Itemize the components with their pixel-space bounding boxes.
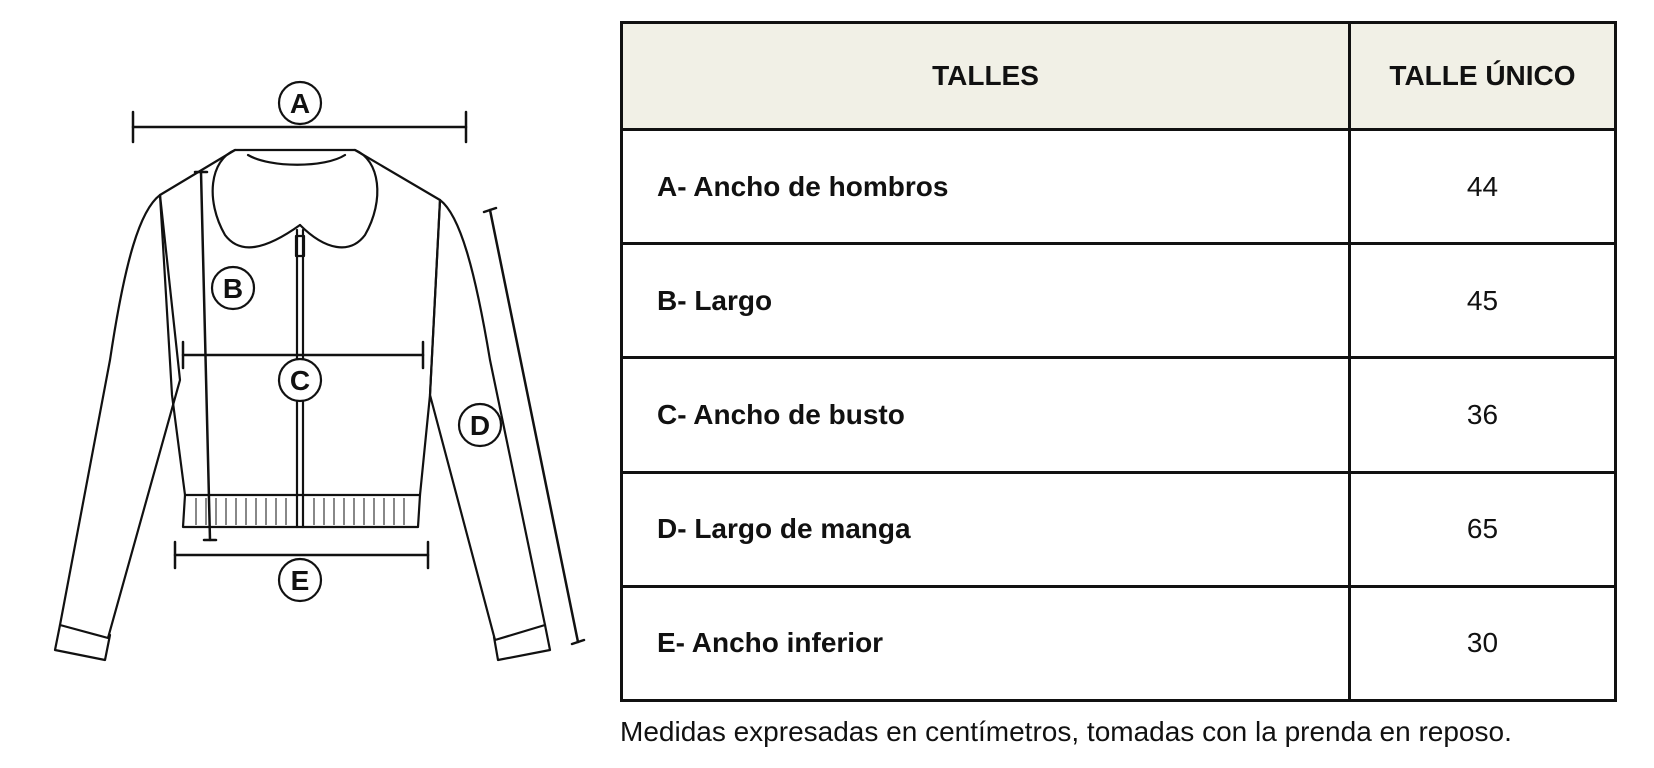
label-b: B: [223, 273, 243, 304]
jacket-neckline: [246, 153, 347, 166]
hem-ribbing: [195, 498, 405, 525]
jacket-collar-right: [298, 148, 379, 249]
label-e: E: [291, 565, 310, 596]
jacket-collar-left: [211, 148, 302, 249]
measure-label: C- Ancho de busto: [620, 356, 1351, 474]
measure-line-c: [181, 340, 425, 370]
jacket-right-sleeve: [428, 198, 547, 642]
measure-value: 30: [1348, 584, 1617, 703]
measure-label: D- Largo de manga: [620, 470, 1351, 588]
measure-line-e: [173, 540, 430, 570]
table-row: A- Ancho de hombros 44: [620, 127, 1617, 246]
jacket-left-cuff: [53, 623, 112, 662]
table-row: D- Largo de manga 65: [620, 470, 1617, 588]
label-a: A: [290, 88, 310, 119]
measure-value: 44: [1348, 127, 1617, 246]
measure-line-d: [482, 206, 586, 646]
measure-value: 45: [1348, 242, 1617, 360]
jacket-hem-band: [181, 493, 422, 529]
measure-label: A- Ancho de hombros: [620, 127, 1351, 246]
footnote: Medidas expresadas en centímetros, tomad…: [620, 716, 1512, 747]
header-talle-unico: TALLE ÚNICO: [1348, 21, 1617, 131]
measure-value: 36: [1348, 356, 1617, 474]
measure-line-a: [131, 110, 468, 144]
header-talles: TALLES: [620, 21, 1351, 131]
size-table: TALLES TALLE ÚNICO A- Ancho de hombros 4…: [620, 21, 1617, 703]
jacket-right-cuff: [492, 623, 552, 662]
jacket-diagram: A B C D E: [53, 80, 586, 662]
jacket-left-sleeve: [58, 193, 182, 640]
measure-value: 65: [1348, 470, 1617, 588]
table-row: E- Ancho inferior 30: [620, 584, 1617, 703]
measure-label: B- Largo: [620, 242, 1351, 360]
table-row: B- Largo 45: [620, 242, 1617, 360]
label-c: C: [290, 365, 310, 396]
label-d: D: [470, 410, 490, 441]
table-header-row: TALLES TALLE ÚNICO: [620, 21, 1617, 131]
measure-label: E- Ancho inferior: [620, 584, 1351, 703]
table-row: C- Ancho de busto 36: [620, 356, 1617, 474]
